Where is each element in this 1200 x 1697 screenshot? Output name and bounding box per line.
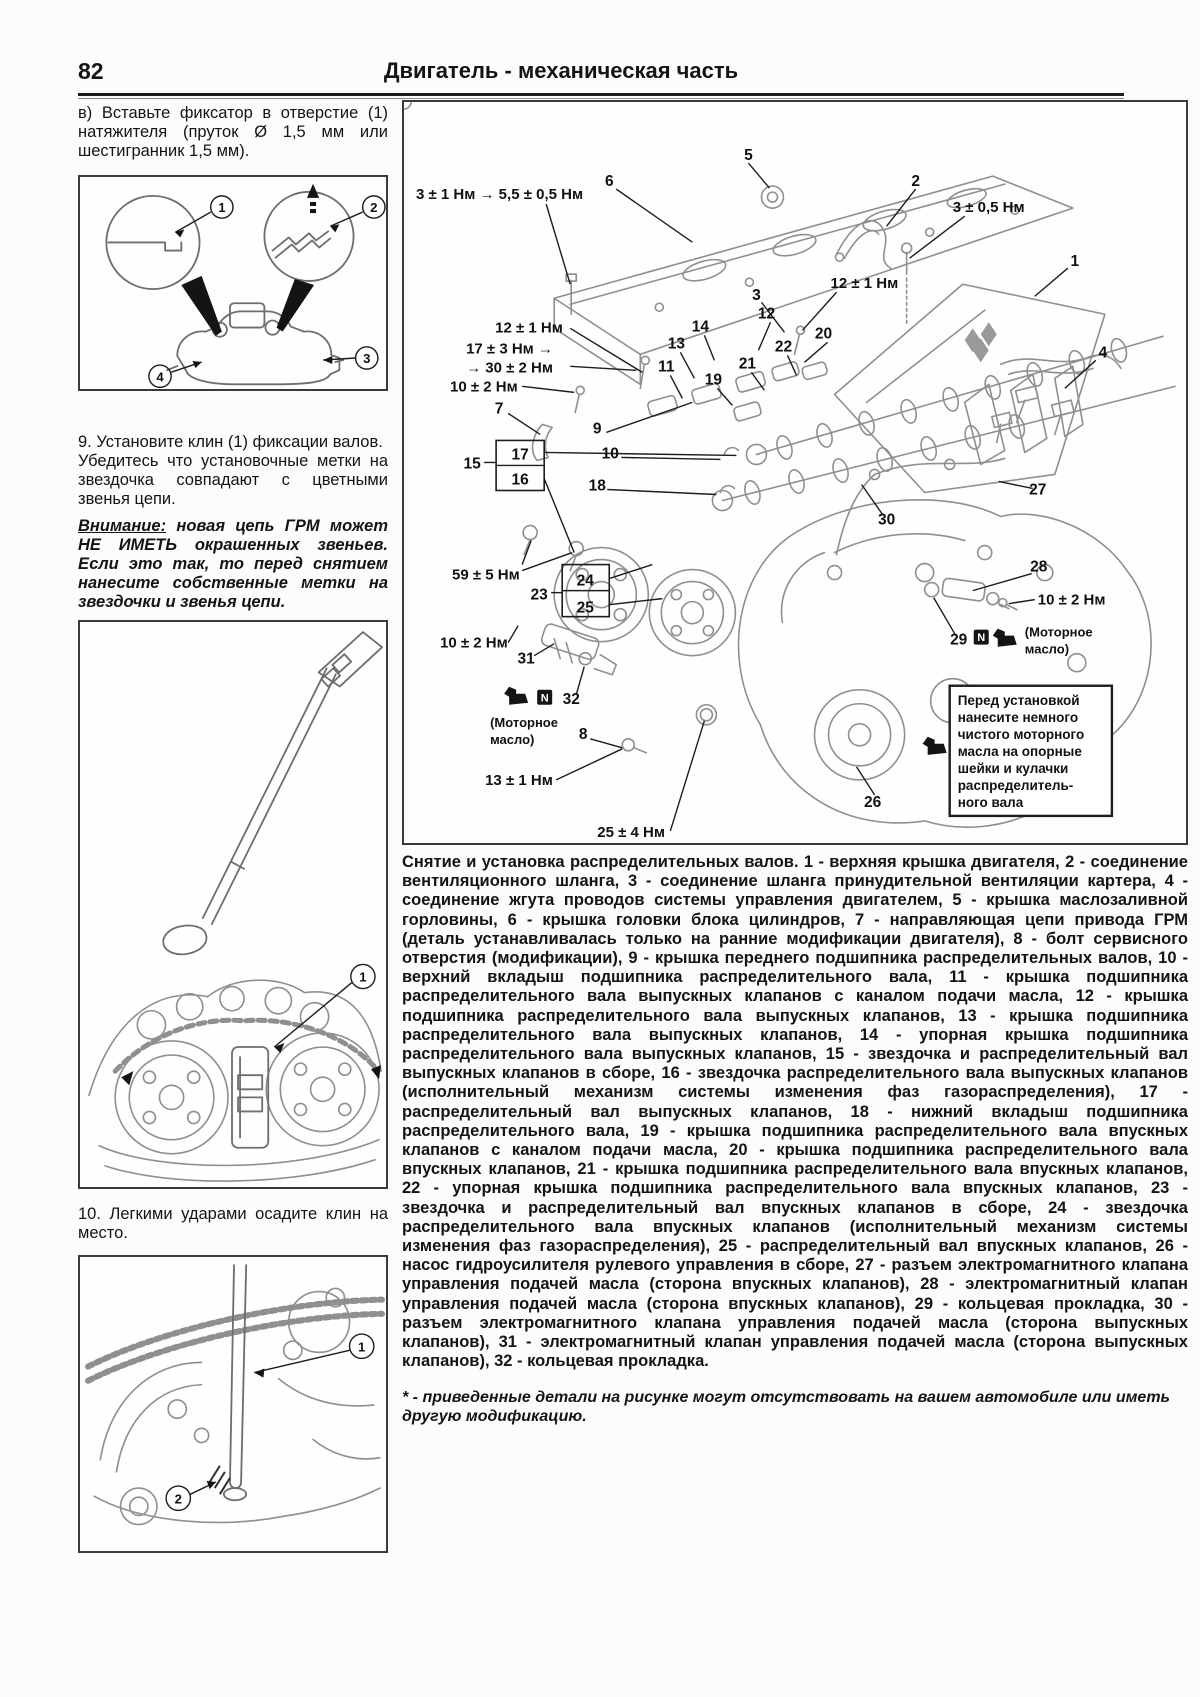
oil-can-icon <box>504 686 529 705</box>
figure-wedge-tool: 1 <box>78 620 388 1189</box>
camshaft-exploded-drawing: 3 ± 1 Нм → 5,5 ± 0,5 Нм 3 ± 0,5 Нм 12 ± … <box>396 94 1176 841</box>
new-part-badge <box>537 689 553 705</box>
torque-label: 25 ± 4 Нм <box>597 824 665 841</box>
new-part-letter: N <box>541 692 549 704</box>
fig3-callout-1: 1 <box>358 1339 365 1354</box>
torque-label: 3 ± 0,5 Нм <box>953 199 1025 216</box>
note-line: Перед установкой <box>958 693 1080 708</box>
part-number-29: 29 <box>950 632 968 649</box>
part-number-6: 6 <box>605 173 614 190</box>
tensioner-drawing: 1 2 3 4 <box>105 183 386 389</box>
part-number-12: 12 <box>758 305 775 322</box>
right-column: 3 ± 1 Нм → 5,5 ± 0,5 Нм 3 ± 0,5 Нм 12 ± … <box>396 94 1188 1442</box>
part-number-19: 19 <box>705 371 723 388</box>
torque-label: 12 ± 1 Нм <box>495 319 563 336</box>
warning-text: Внимание: новая цепь ГРМ может НЕ ИМЕТЬ … <box>78 517 388 612</box>
note-line: ного вала <box>958 795 1024 810</box>
wedge-tool-drawing: 1 <box>88 631 383 1182</box>
note-line: распределитель- <box>958 778 1074 793</box>
part-number-13: 13 <box>668 335 686 352</box>
oil-label: (Моторное <box>1025 625 1093 640</box>
part-number-32: 32 <box>563 691 580 708</box>
step-10-text: 10. Легкими ударами осадите клин на мест… <box>78 1205 388 1242</box>
leader-lines <box>484 162 1097 832</box>
oil-annotation-right: N (Моторное масло) <box>973 625 1093 657</box>
note-line: масла на опорные <box>958 744 1083 759</box>
part-number-22: 22 <box>775 338 792 355</box>
warning-label: Внимание: <box>78 517 167 535</box>
fig2-callout-1: 1 <box>359 970 366 985</box>
note-line: шейки и кулачки <box>958 761 1069 776</box>
part-number-23: 23 <box>531 587 549 604</box>
note-box: Перед установкой нанесите немного чистог… <box>922 684 1114 818</box>
fig1-callout-2: 2 <box>370 200 377 215</box>
step-v-text: в) Вставьте фиксатор в отверстие (1) нат… <box>78 104 388 160</box>
figure-caption: Снятие и установка распределительных вал… <box>402 853 1188 1371</box>
warning-rest: новая цепь ГРМ может НЕ ИМЕТЬ окрашенных… <box>78 517 388 611</box>
step-9-text: 9. Установите клин (1) фиксации валов. <box>78 433 383 451</box>
oil-annotation-left: N (Моторное масло) <box>490 686 558 747</box>
page-number: 82 <box>78 58 104 84</box>
part-number-31: 31 <box>518 651 536 668</box>
torque-label: 12 ± 1 Нм <box>831 275 899 292</box>
part-number-7: 7 <box>495 400 504 417</box>
fig3-callout-2: 2 <box>175 1491 182 1506</box>
part-number-5: 5 <box>744 147 753 164</box>
fig1-callout-4: 4 <box>156 369 164 384</box>
part-number-16: 16 <box>512 471 530 488</box>
oil-label: масло) <box>490 732 534 747</box>
part-number-15: 15 <box>463 455 481 472</box>
oil-label: масло) <box>1025 642 1069 657</box>
part-number-21: 21 <box>739 355 757 372</box>
torque-label: → 30 ± 2 Нм <box>466 359 553 376</box>
part-number-9: 9 <box>593 420 602 437</box>
torque-label: 10 ± 2 Нм <box>450 378 518 395</box>
torque-label: 59 ± 5 Нм <box>452 567 520 584</box>
part-number-18: 18 <box>589 477 607 494</box>
left-column: в) Вставьте фиксатор в отверстие (1) нат… <box>78 102 388 1553</box>
torque-label: 10 ± 2 Нм <box>440 635 508 652</box>
page-title: Двигатель - механическая часть <box>383 58 739 83</box>
torque-label: 3 ± 1 Нм → 5,5 ± 0,5 Нм <box>416 186 583 203</box>
part-number-28: 28 <box>1030 559 1048 576</box>
footnote: * - приведенные детали на рисунке могут … <box>402 1388 1171 1425</box>
part-number-3: 3 <box>752 287 761 304</box>
step-9-note: Убедитесь что установочные метки на звез… <box>78 452 388 508</box>
header-rule <box>78 93 1124 96</box>
torque-label: 17 ± 3 Нм → <box>466 340 553 357</box>
part-number-24: 24 <box>577 573 595 590</box>
oil-can-icon <box>922 736 947 755</box>
part-number-11: 11 <box>658 358 675 375</box>
torque-label: 13 ± 1 Нм <box>485 772 553 789</box>
part-numbers: 1 2 3 4 5 6 7 8 9 10 11 12 13 14 15 16 1 <box>463 147 1107 811</box>
figure-tensioner: 1 2 3 4 <box>78 175 388 391</box>
part-number-27: 27 <box>1029 481 1046 498</box>
oil-label: (Моторное <box>490 715 558 730</box>
new-part-badge <box>973 629 989 645</box>
torque-label: 10 ± 2 Нм <box>1038 592 1106 609</box>
figure-wedge-seated: 1 2 <box>78 1255 388 1553</box>
part-number-2: 2 <box>911 173 920 190</box>
new-part-letter: N <box>977 632 985 644</box>
part-number-14: 14 <box>692 318 710 335</box>
part-number-8: 8 <box>579 726 588 743</box>
part-number-25: 25 <box>577 600 595 617</box>
part-number-17: 17 <box>512 446 529 463</box>
oil-can-icon <box>992 628 1017 647</box>
page-header: 82 Двигатель - механическая часть <box>78 56 1124 90</box>
note-line: чистого моторного <box>958 727 1085 742</box>
part-number-26: 26 <box>864 794 882 811</box>
part-number-1: 1 <box>1071 253 1080 270</box>
fig1-callout-1: 1 <box>218 200 225 215</box>
header-rule-thin <box>78 98 1124 99</box>
figure-camshaft-exploded: 3 ± 1 Нм → 5,5 ± 0,5 Нм 3 ± 0,5 Нм 12 ± … <box>396 94 1188 845</box>
torque-labels: 3 ± 1 Нм → 5,5 ± 0,5 Нм 3 ± 0,5 Нм 12 ± … <box>416 186 1105 841</box>
part-number-4: 4 <box>1099 344 1108 361</box>
wedge-seated-drawing: 1 2 <box>85 1264 385 1526</box>
note-line: нанесите немного <box>958 710 1078 725</box>
part-number-20: 20 <box>815 325 832 342</box>
fig1-callout-3: 3 <box>363 351 370 366</box>
part-number-10: 10 <box>602 445 619 462</box>
part-number-30: 30 <box>878 512 895 529</box>
